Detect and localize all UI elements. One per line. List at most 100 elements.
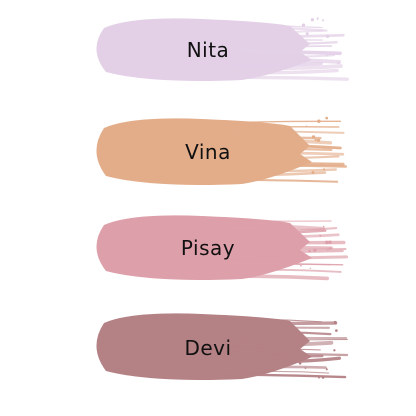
swatch-speckle <box>309 267 311 270</box>
swatch-bristle <box>213 249 344 255</box>
swatch-speckle <box>325 116 329 120</box>
swatch-speckle <box>310 18 314 22</box>
swatch-bristle <box>248 268 342 273</box>
swatch-speckle <box>313 248 317 252</box>
swatch-bristle <box>247 75 349 81</box>
swatch-bristle <box>229 263 332 266</box>
swatch-speckle <box>317 119 321 124</box>
swatch-bristle <box>248 331 332 336</box>
swatch-speckle <box>305 125 308 127</box>
swatch-speckle <box>322 225 325 228</box>
swatch-speckle <box>311 171 315 174</box>
swatch-bristle <box>234 151 345 156</box>
swatch-speckle <box>333 320 337 324</box>
swatch-speckle <box>300 346 302 348</box>
swatch-bristle <box>209 138 333 145</box>
swatch-bristle <box>226 161 345 167</box>
swatch-speckle <box>322 168 326 171</box>
swatch-bristle <box>224 164 348 168</box>
swatch-label-devi: Devi <box>184 336 232 360</box>
swatch-bristle <box>225 54 336 59</box>
swatch-speckle <box>329 247 332 250</box>
swatch-stroke-pisay <box>96 215 349 281</box>
swatch-bristle <box>225 39 323 42</box>
swatch-speckle <box>301 44 304 47</box>
swatch-label-nita: Nita <box>186 38 230 62</box>
swatch-speckle <box>325 54 328 57</box>
swatch-speckle <box>328 240 332 245</box>
swatch-bristle <box>242 227 338 232</box>
swatch-stroke-vina <box>96 116 348 185</box>
swatch-speckle <box>319 234 322 237</box>
swatch-bristle <box>235 244 333 250</box>
swatch-bristle <box>240 370 330 374</box>
swatch-speckle <box>311 135 316 139</box>
swatch-speckle <box>300 264 302 267</box>
swatch-bristle <box>219 229 327 235</box>
swatch-speckle <box>327 249 329 251</box>
swatch-bristle <box>217 45 332 49</box>
swatch-bristle <box>216 120 342 124</box>
swatch-bristle <box>217 168 337 173</box>
swatch-stroke-nita <box>96 17 349 81</box>
swatch-label-pisay: Pisay <box>180 236 236 260</box>
swatch-bristle <box>222 68 339 75</box>
swatch-speckle <box>325 240 329 245</box>
swatch-speckle <box>298 361 302 365</box>
swatch-bristle <box>228 125 340 129</box>
swatch-bristle <box>223 41 338 46</box>
swatch-speckle <box>337 62 340 65</box>
swatch-speckle <box>325 34 330 39</box>
swatch-speckle <box>305 143 308 147</box>
swatch-bristle <box>220 130 345 134</box>
swatch-speckle <box>335 329 338 332</box>
swatch-bristle <box>229 248 347 252</box>
swatch-bristle <box>224 347 321 351</box>
swatch-bristle <box>231 224 326 231</box>
swatch-speckle <box>304 367 307 369</box>
swatch-bristle <box>239 155 340 160</box>
swatch-bristle <box>235 233 340 239</box>
swatch-bristle <box>212 24 323 29</box>
swatch-speckle <box>320 162 323 165</box>
swatch-bristle <box>235 321 338 326</box>
swatch-bristle <box>230 255 349 260</box>
swatch-bristle <box>230 135 322 140</box>
swatch-bristle <box>240 274 329 281</box>
swatch-speckle <box>321 376 325 379</box>
swatch-speckle <box>308 249 311 253</box>
swatch-bristle <box>219 219 332 222</box>
swatch-bristle <box>248 356 342 364</box>
swatch-bristle <box>222 57 342 64</box>
swatch-label-vina: Vina <box>185 140 231 164</box>
swatch-bristle <box>240 143 342 150</box>
swatch-speckle <box>333 349 336 352</box>
swatch-bristle <box>245 64 343 71</box>
swatch-speckle <box>301 23 306 28</box>
swatch-bristle <box>237 29 324 34</box>
swatch-bristle <box>234 354 324 360</box>
swatch-speckle <box>305 32 309 36</box>
swatch-bristle <box>223 340 334 348</box>
swatch-bristle <box>246 147 333 151</box>
swatch-bristle <box>241 33 345 39</box>
swatch-body <box>96 313 313 380</box>
swatch-bristle <box>239 48 342 56</box>
swatch-speckle <box>300 351 303 353</box>
swatch-speckle <box>316 17 319 20</box>
swatch-speckle <box>314 138 317 142</box>
swatch-bristle <box>226 351 349 357</box>
swatch-bristle <box>239 365 327 369</box>
swatch-speckle <box>321 19 325 22</box>
swatch-bristle <box>217 373 347 379</box>
swatch-stroke-devi <box>96 313 349 380</box>
swatch-bristle <box>223 318 323 323</box>
swatch-bristle <box>224 178 339 183</box>
swatch-bristle <box>224 26 328 32</box>
swatch-bristle <box>232 61 323 67</box>
swatch-speckle <box>316 138 321 143</box>
swatch-bristle <box>221 336 348 340</box>
swatch-speckle <box>318 376 320 379</box>
swatch-body <box>96 118 313 185</box>
